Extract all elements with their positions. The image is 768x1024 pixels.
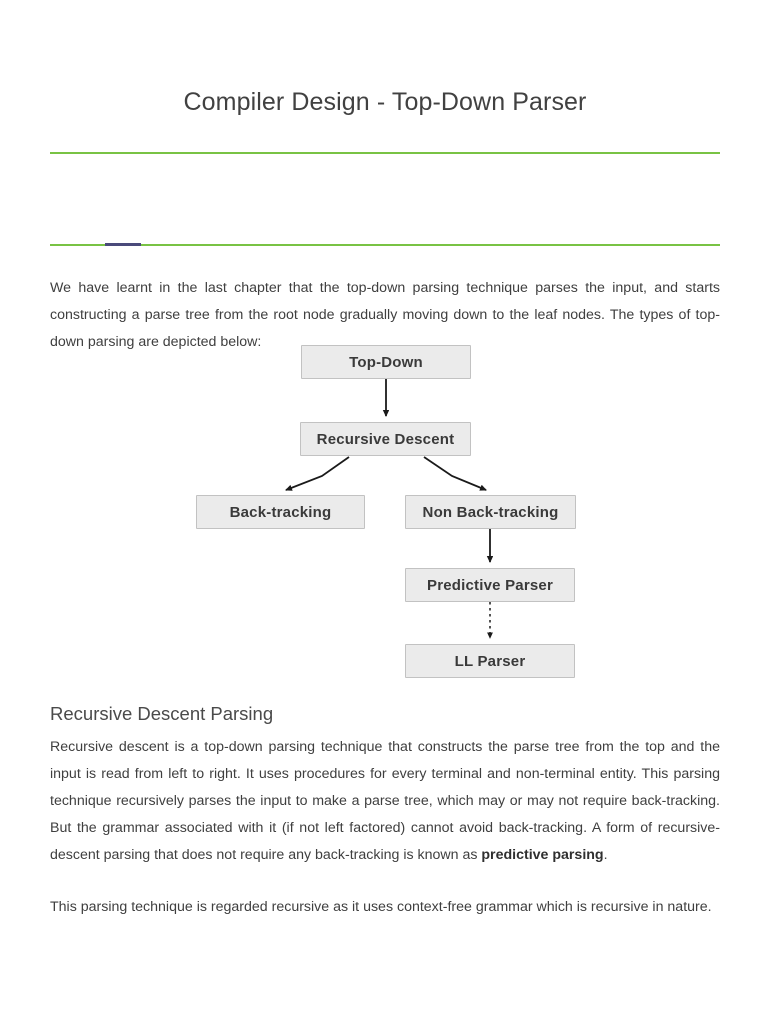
intro-paragraph: We have learnt in the last chapter that …: [50, 280, 720, 351]
recursive-descent-paragraph: Recursive descent is a top-down parsing …: [50, 734, 720, 869]
diagram-connectors: [285, 379, 494, 639]
paragraph-text-after-bold: .: [603, 847, 608, 864]
page-title: Compiler Design - Top-Down Parser: [183, 88, 587, 116]
recursive-grammar-paragraph: This parsing technique is regarded recur…: [50, 899, 712, 916]
edge-recursive-descent-to-non-back-tracking: [423, 456, 487, 491]
diagram-node-back-tracking: Back-tracking: [196, 495, 365, 529]
blue-underline-mark: [105, 243, 141, 246]
section-heading-recursive-descent-parsing: Recursive Descent Parsing: [50, 703, 274, 725]
top-down-parser-diagram: Top-Down Recursive Descent Back-tracking…: [0, 330, 768, 690]
diagram-node-non-back-tracking: Non Back-tracking: [405, 495, 576, 529]
edge-recursive-descent-to-back-tracking: [285, 456, 350, 491]
header-divider-bottom: [50, 244, 720, 246]
diagram-node-ll-parser: LL Parser: [405, 644, 575, 678]
header-divider-top: [50, 152, 720, 154]
paragraph-text-before-bold: Recursive descent is a top-down parsing …: [50, 739, 720, 864]
paragraph-bold-term: predictive parsing: [481, 847, 604, 864]
diagram-node-top-down: Top-Down: [301, 345, 471, 379]
diagram-node-recursive-descent: Recursive Descent: [300, 422, 471, 456]
diagram-node-predictive-parser: Predictive Parser: [405, 568, 575, 602]
